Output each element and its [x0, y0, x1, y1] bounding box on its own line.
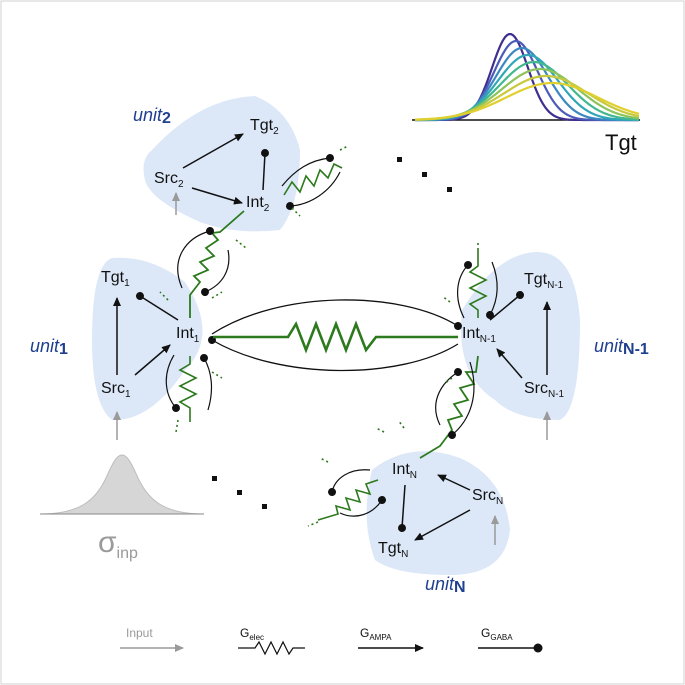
int1-down-electrical	[178, 356, 198, 422]
unitN1-src-label: SrcN-1	[524, 380, 565, 400]
unitN-region	[366, 451, 510, 575]
unitN-title: unitN	[425, 574, 466, 596]
unitN-src-label: SrcN	[472, 487, 503, 507]
legend-elec: Gelec	[238, 626, 305, 656]
unitN1-title: unitN-1	[594, 336, 649, 358]
int2-out-gaba-a	[281, 154, 334, 187]
legend-gaba: GGABA	[478, 626, 543, 653]
target-curve-5	[414, 60, 640, 121]
unit2-src-label: Src2	[154, 170, 184, 190]
unit1-src-label: Src1	[101, 380, 131, 400]
int1-intN1-electrical	[213, 320, 458, 354]
legend-input: Input	[120, 626, 184, 652]
unit2-tgt-label: Tgt2	[250, 117, 279, 137]
int1-down-gaba-b	[200, 354, 213, 411]
unit2-int-tgt-gaba	[261, 149, 269, 191]
unitN1-region	[460, 251, 580, 420]
int1-int2-coupling	[177, 154, 343, 318]
unitN-src-int-ampa	[437, 474, 471, 491]
unitN-int-label: IntN	[392, 461, 417, 481]
input-sigma-label: σinp	[98, 526, 138, 562]
unit2-src-int-ampa	[191, 187, 243, 205]
int2-out-gaba-b	[286, 171, 341, 210]
int2-outgoing-electrical	[283, 162, 343, 196]
target-plot-label: Tgt	[605, 130, 637, 155]
intN1-int1-gaba-bottom	[208, 336, 459, 372]
intN-out-gaba-b	[339, 496, 386, 517]
legend-ampa-label: GAMPA	[360, 626, 392, 642]
int1-intN1-coupling	[208, 299, 462, 372]
legend-gaba-label: GGABA	[481, 626, 513, 642]
int1-int2-gaba-a	[177, 227, 214, 289]
unit2-int-label: Int2	[246, 194, 270, 214]
input-gaussian	[39, 454, 205, 515]
legend-elec-symbol	[238, 640, 305, 656]
legend: Input Gelec GAMPA GGABA	[120, 626, 543, 656]
intN-intN1-gaba-b	[435, 368, 462, 426]
int1-down-gaba-a	[165, 354, 180, 412]
unitN1-tgt-label: TgtN-1	[524, 271, 564, 291]
unit1-int-label: Int1	[176, 325, 200, 345]
target-curve-8	[414, 81, 640, 121]
unitN-tgt-label: TgtN	[378, 540, 408, 560]
ellipsis-bottom	[212, 476, 267, 509]
legend-ampa: GAMPA	[358, 626, 424, 652]
legend-gaba-dot	[533, 643, 543, 653]
unit1-title: unit1	[30, 336, 68, 358]
unit1-src-int-ampa	[134, 344, 171, 376]
intN1-upward-coupling	[457, 250, 498, 319]
intN-out-electrical	[317, 479, 379, 521]
int2-int1-gaba-b	[201, 249, 230, 296]
int1-intN1-gaba-top	[211, 299, 462, 335]
intN-outgoing-coupling	[317, 469, 386, 521]
int1-outgoing-coupling	[165, 354, 213, 422]
unitN1-int-tgt-gaba	[489, 291, 524, 321]
unitN1-src-int-ampa	[496, 348, 523, 379]
intN1-intN-coupling	[419, 355, 479, 459]
unitN1-int-label: IntN-1	[462, 325, 496, 345]
ellipsis-top	[397, 157, 452, 192]
target-curve-6	[414, 67, 640, 121]
unit2-src-tgt-ampa	[182, 133, 244, 169]
connection-hint-dots	[159, 145, 479, 527]
unit2-title: unit2	[133, 105, 171, 127]
input-distribution: σinp	[39, 454, 205, 562]
intN1-up-gaba-a	[457, 261, 472, 319]
legend-elec-label: Gelec	[240, 626, 264, 642]
intN1-up-electrical	[468, 250, 488, 318]
intN-out-gaba-a	[328, 469, 371, 496]
unit1-tgt-label: Tgt1	[101, 269, 130, 289]
unitN-int-tgt-gaba	[398, 484, 406, 532]
target-curve-1	[415, 33, 639, 122]
intN1-intN-gaba-a	[448, 361, 475, 439]
unitN-src-tgt-ampa	[414, 509, 471, 541]
intN1-intN-electrical	[419, 355, 479, 459]
intN1-up-gaba-b	[486, 261, 498, 319]
legend-input-label: Input	[126, 626, 153, 640]
unit2-region	[143, 96, 300, 232]
unit1-int-tgt-gaba	[136, 292, 179, 321]
target-distribution-plot: Tgt	[412, 33, 640, 155]
